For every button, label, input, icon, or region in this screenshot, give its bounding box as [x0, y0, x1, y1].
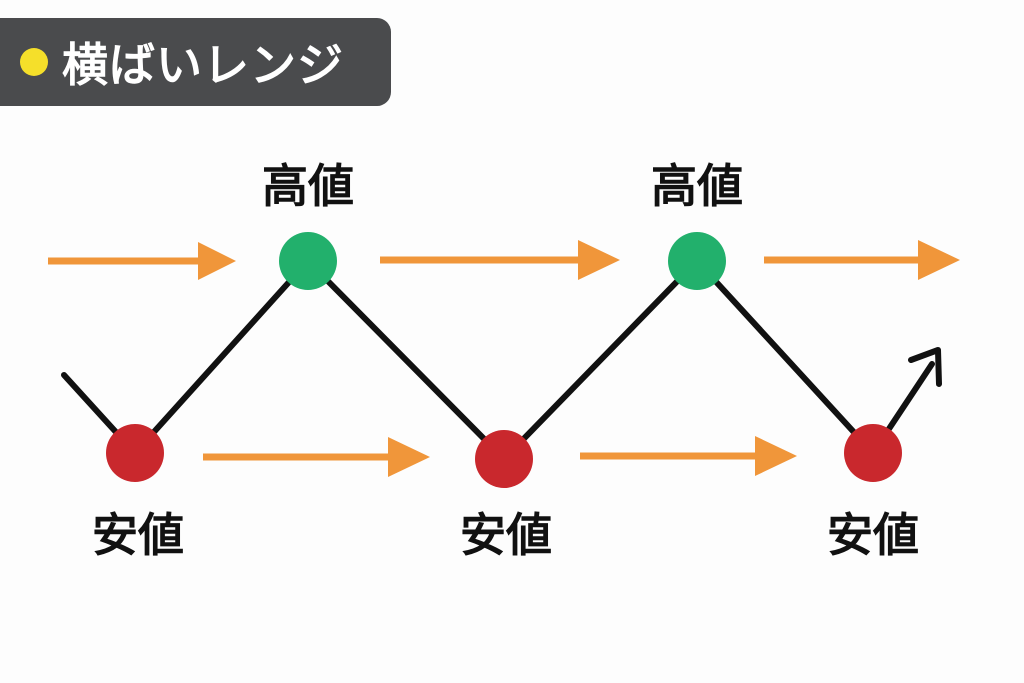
- resistance-arrows: [48, 240, 960, 280]
- support-arrow-2: [580, 436, 797, 476]
- low-point-2: [475, 430, 533, 488]
- resistance-arrow-3: [764, 240, 960, 280]
- yellow-dot-icon: [20, 48, 48, 76]
- low-point-1: [106, 424, 164, 482]
- title-text: 横ばいレンジ: [62, 38, 344, 92]
- low-point-3: [844, 424, 902, 482]
- high-point-1: [279, 232, 337, 290]
- high-label-1: 高値: [262, 159, 354, 213]
- resistance-arrow-2: [380, 240, 620, 280]
- price-line: [61, 258, 942, 462]
- resistance-arrow-1: [48, 242, 236, 280]
- low-label-3: 安値: [827, 508, 919, 562]
- low-points: [106, 424, 902, 488]
- support-arrows: [203, 436, 797, 477]
- low-label-1: 安値: [92, 508, 184, 562]
- title-badge: 横ばいレンジ: [0, 18, 391, 106]
- low-label-2: 安値: [460, 508, 552, 562]
- high-label-2: 高値: [651, 159, 743, 213]
- high-point-2: [668, 232, 726, 290]
- high-points: [279, 232, 726, 290]
- support-arrow-1: [203, 437, 430, 477]
